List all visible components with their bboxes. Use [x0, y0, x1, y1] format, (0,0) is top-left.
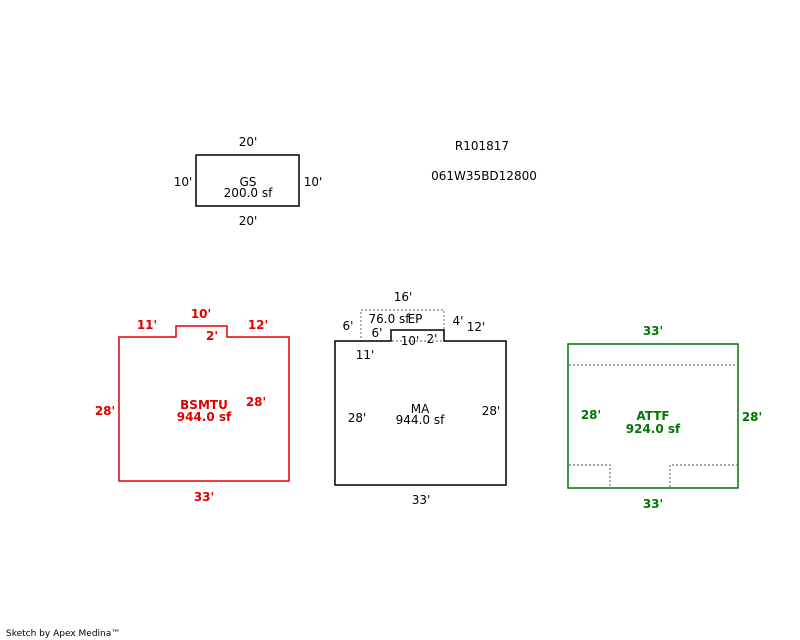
bsmtu-left-dimension: 28'	[95, 404, 115, 418]
attf-bottom-dimension: 33'	[643, 497, 663, 511]
gs-label: GS	[240, 175, 257, 189]
ep-outline	[360, 309, 445, 342]
ep-label: EP	[408, 312, 423, 326]
ep-left-dimension: 6'	[343, 319, 354, 333]
bsmtu-notch-dimension: 2'	[206, 329, 218, 343]
ma-top-mid-dimension: 10'	[401, 334, 420, 348]
bsmtu-area-value: 944.0 sf	[177, 410, 232, 424]
bsmtu-label: BSMTU	[180, 398, 228, 412]
bsmtu-top-left-dimension: 11'	[137, 318, 157, 332]
ma-area: 16' 6' 4' 76.0 sf EP 6' 10' 2' 12' 11' 2…	[334, 290, 507, 507]
bsmtu-top-right-dimension: 12'	[248, 318, 268, 332]
bsmtu-outline	[118, 325, 290, 482]
ma-area-value: 944.0 sf	[396, 413, 445, 427]
attf-left-dimension: 28'	[581, 408, 601, 422]
map-taxlot: 061W35BD12800	[431, 169, 537, 183]
bsmtu-top-mid-dimension: 10'	[191, 307, 211, 321]
ma-right-dimension: 28'	[482, 404, 501, 418]
ma-top-left-dimension: 11'	[356, 348, 375, 362]
ep-area-value: 76.0 sf	[368, 312, 410, 326]
attf-top-dimension: 33'	[643, 324, 663, 338]
ep-top-dimension: 16'	[394, 290, 413, 304]
gs-left-dimension: 10'	[174, 175, 193, 189]
attf-label: ATTF	[636, 409, 669, 423]
attf-area: 33' 33' 28' 28' ATTF 924.0 sf	[567, 324, 762, 511]
ma-label: MA	[411, 402, 430, 416]
gs-bottom-dimension: 20'	[239, 214, 258, 228]
gs-area-value: 200.0 sf	[224, 186, 273, 200]
bsmtu-bottom-dimension: 33'	[194, 490, 214, 504]
ma-notch-left-dimension: 6'	[372, 326, 383, 340]
gs-right-dimension: 10'	[304, 175, 323, 189]
bsmtu-right-dimension: 28'	[246, 395, 266, 409]
attf-area-value: 924.0 sf	[626, 422, 681, 436]
ma-left-dimension: 28'	[348, 411, 367, 425]
bsmtu-area: 11' 10' 12' 2' 28' 28' 33' BSMTU 944.0 s…	[95, 307, 290, 504]
ma-top-right-dimension: 12'	[467, 320, 486, 334]
gs-top-dimension: 20'	[239, 135, 258, 149]
attf-dotted-line-bottom-right	[669, 464, 737, 487]
parcel-id: R101817	[455, 139, 509, 153]
attf-outline	[567, 343, 739, 489]
ma-notch-right-dimension: 2'	[427, 332, 438, 346]
ep-right-dimension: 4'	[453, 314, 464, 328]
attf-right-dimension: 28'	[742, 410, 762, 424]
gs-outline	[195, 154, 300, 207]
sketch-credit: Sketch by Apex Medina™	[6, 629, 120, 639]
ma-bottom-dimension: 33'	[412, 493, 431, 507]
ma-outline	[334, 329, 507, 486]
gs-area: 20' 20' 10' 10' GS 200.0 sf	[174, 135, 323, 228]
attf-dotted-line-bottom-left	[569, 464, 611, 487]
